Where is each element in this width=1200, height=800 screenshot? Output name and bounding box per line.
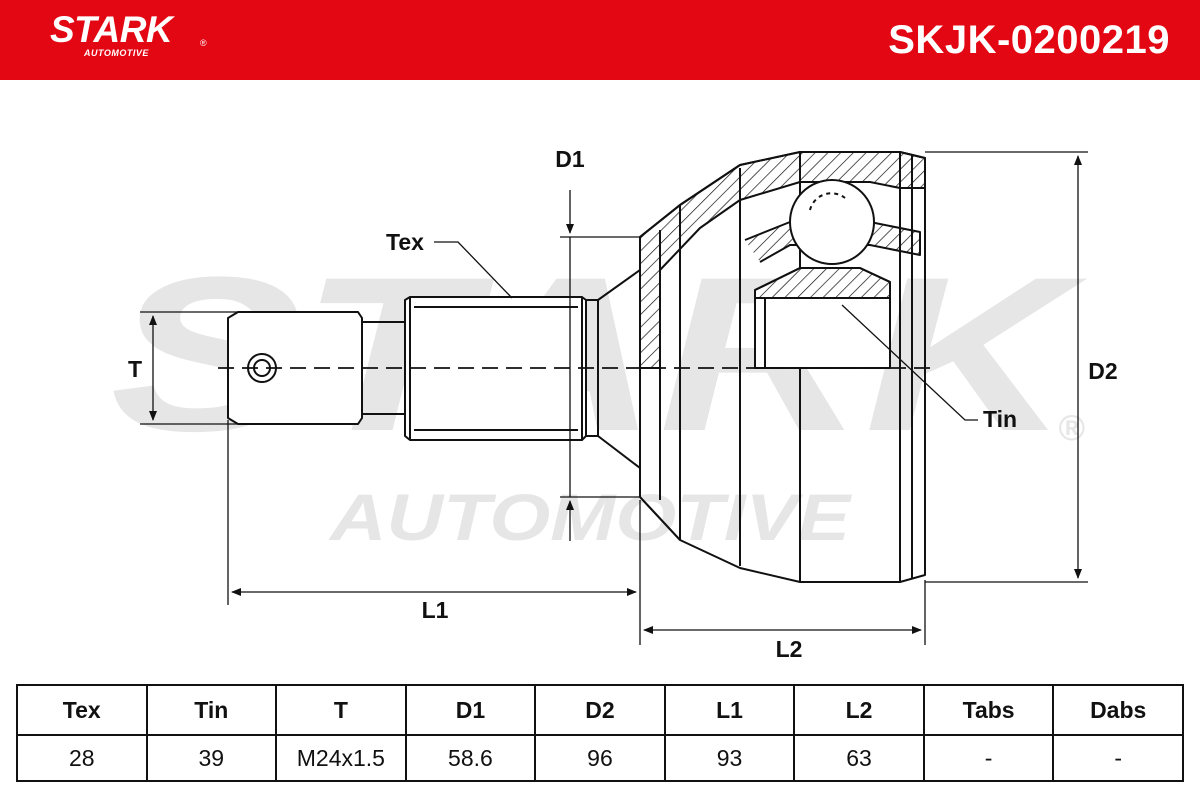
specs-value-cell: M24x1.5 bbox=[275, 734, 407, 782]
specs-table: Tex Tin T D1 D2 L1 L2 Tabs Dabs 28 39 M2… bbox=[16, 684, 1184, 782]
specs-value-cell: - bbox=[922, 734, 1055, 782]
label-tin: Tin bbox=[983, 406, 1017, 432]
specs-header-row: Tex Tin T D1 D2 L1 L2 Tabs Dabs bbox=[16, 684, 1184, 736]
housing-section-hatch bbox=[639, 151, 926, 369]
label-tex: Tex bbox=[386, 229, 424, 255]
logo-tagline: AUTOMOTIVE bbox=[84, 48, 149, 58]
specs-header-cell: Tabs bbox=[922, 684, 1055, 736]
specs-value-cell: 96 bbox=[534, 734, 666, 782]
specs-header-cell: T bbox=[275, 684, 407, 736]
specs-value-cell: 93 bbox=[663, 734, 796, 782]
stark-logo: STARK AUTOMOTIVE ® bbox=[50, 9, 207, 59]
cv-joint-outline bbox=[227, 151, 926, 583]
logo-brand-name: STARK bbox=[50, 9, 173, 50]
specs-value-cell: 63 bbox=[793, 734, 925, 782]
specs-header-cell: D1 bbox=[404, 684, 537, 736]
specs-header-cell: L2 bbox=[793, 684, 925, 736]
label-d1: D1 bbox=[555, 146, 585, 172]
specs-value-cell: 58.6 bbox=[404, 734, 537, 782]
specs-value-cell: 39 bbox=[145, 734, 278, 782]
header-bar: STARK AUTOMOTIVE ® SKJK-0200219 bbox=[0, 0, 1200, 80]
specs-header-cell: Dabs bbox=[1052, 684, 1184, 736]
technical-drawing: STARK AUTOMOTIVE ® bbox=[110, 146, 1118, 662]
label-t: T bbox=[128, 356, 142, 382]
specs-header-cell: Tin bbox=[145, 684, 278, 736]
watermark-registered: ® bbox=[1058, 407, 1085, 448]
label-l2: L2 bbox=[776, 636, 803, 662]
watermark-tagline: AUTOMOTIVE bbox=[328, 480, 853, 554]
part-number: SKJK-0200219 bbox=[888, 18, 1170, 62]
specs-value-row: 28 39 M24x1.5 58.6 96 93 63 - - bbox=[16, 734, 1184, 782]
specs-header-cell: Tex bbox=[16, 684, 148, 736]
specs-header-cell: L1 bbox=[663, 684, 796, 736]
dimension-lines bbox=[140, 151, 1088, 645]
specs-header-cell: D2 bbox=[534, 684, 666, 736]
label-l1: L1 bbox=[422, 597, 449, 623]
logo-registered-mark: ® bbox=[200, 38, 207, 48]
label-d2: D2 bbox=[1088, 358, 1117, 384]
ball bbox=[789, 179, 875, 265]
specs-value-cell: - bbox=[1052, 734, 1184, 782]
specs-value-cell: 28 bbox=[16, 734, 148, 782]
